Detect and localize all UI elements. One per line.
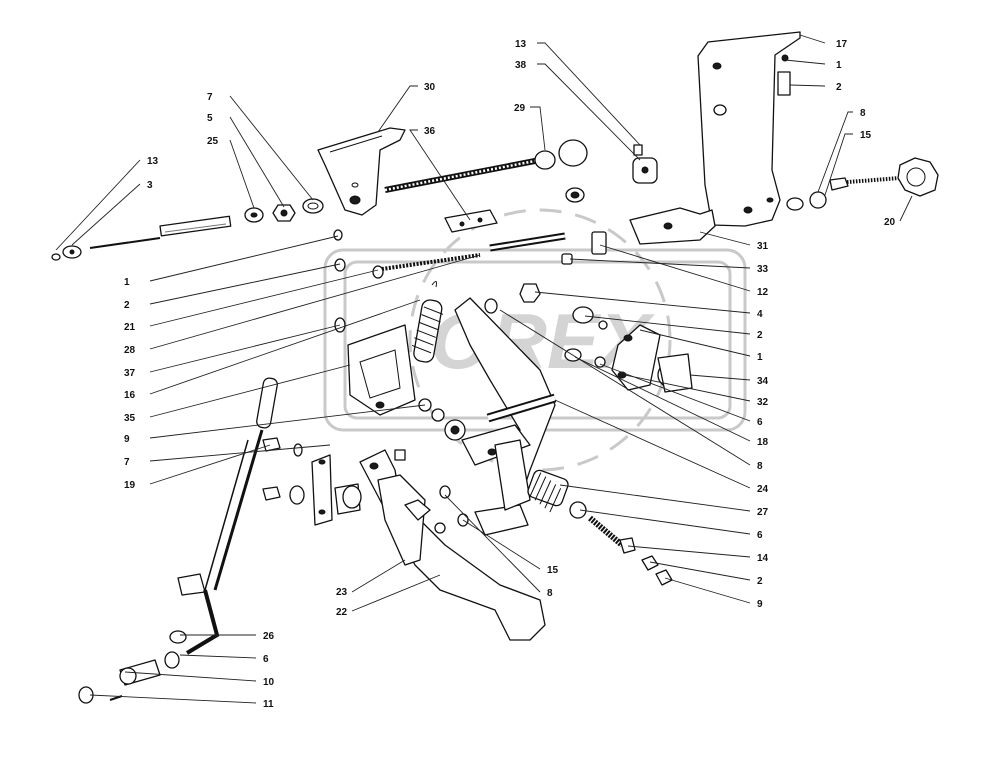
callout-label: 26: [263, 631, 275, 642]
callout-label: 30: [424, 82, 436, 93]
callout-label: 15: [860, 130, 872, 141]
callout-label: 11: [263, 699, 274, 710]
leader-lines: [55, 34, 913, 704]
callout-label: 34: [757, 376, 769, 387]
callout-label: 13: [147, 156, 159, 167]
callout-label: 8: [547, 588, 553, 599]
callout-label: 33: [757, 264, 769, 275]
callout-label: 16: [124, 390, 136, 401]
callout-label: 35: [124, 413, 136, 424]
callout-label: 6: [263, 654, 269, 665]
callout-label: 6: [757, 530, 763, 541]
callout-label: 3: [147, 180, 153, 191]
callout-label: 1: [124, 277, 130, 288]
callout-label: 1: [757, 352, 763, 363]
callout-label: 32: [757, 397, 769, 408]
callout-label: 24: [757, 484, 769, 495]
callout-label: 27: [757, 507, 769, 518]
callout-label: 2: [757, 576, 763, 587]
callout-label: 15: [547, 565, 559, 576]
callout-label: 20: [884, 217, 896, 228]
callout-label: 9: [757, 599, 763, 610]
callout-label: 2: [836, 82, 842, 93]
callout-label: 37: [124, 368, 136, 379]
callout-label: 8: [860, 108, 866, 119]
callout-label: 31: [757, 241, 769, 252]
callout-label: 25: [207, 136, 219, 147]
callout-label: 19: [124, 480, 136, 491]
callout-label: 2: [124, 300, 130, 311]
callout-label: 10: [263, 677, 275, 688]
callout-label: 18: [757, 437, 769, 448]
callout-label: 2: [757, 330, 763, 341]
callout-label: 7: [124, 457, 130, 468]
parts-drawing: [51, 31, 939, 704]
callout-label: 22: [336, 607, 348, 618]
callout-label: 12: [757, 287, 769, 298]
callout-label: 5: [207, 113, 213, 124]
callout-label: 23: [336, 587, 348, 598]
callout-label: 6: [757, 417, 763, 428]
callout-label: 1: [836, 60, 842, 71]
callout-label: 9: [124, 434, 130, 445]
callout-label: 36: [424, 126, 436, 137]
callout-label: 14: [757, 553, 769, 564]
callout-label: 8: [757, 461, 763, 472]
callout-labels: 13 3 25 5 7 1 2 21 28 37 16 35 9 7 19 23…: [124, 39, 896, 710]
callout-label: 29: [514, 103, 526, 114]
callout-label: 13: [515, 39, 527, 50]
callout-label: 21: [124, 322, 136, 333]
callout-label: 17: [836, 39, 848, 50]
callout-label: 28: [124, 345, 136, 356]
callout-label: 4: [757, 309, 763, 320]
callout-label: 7: [207, 92, 213, 103]
callout-label: 38: [515, 60, 527, 71]
